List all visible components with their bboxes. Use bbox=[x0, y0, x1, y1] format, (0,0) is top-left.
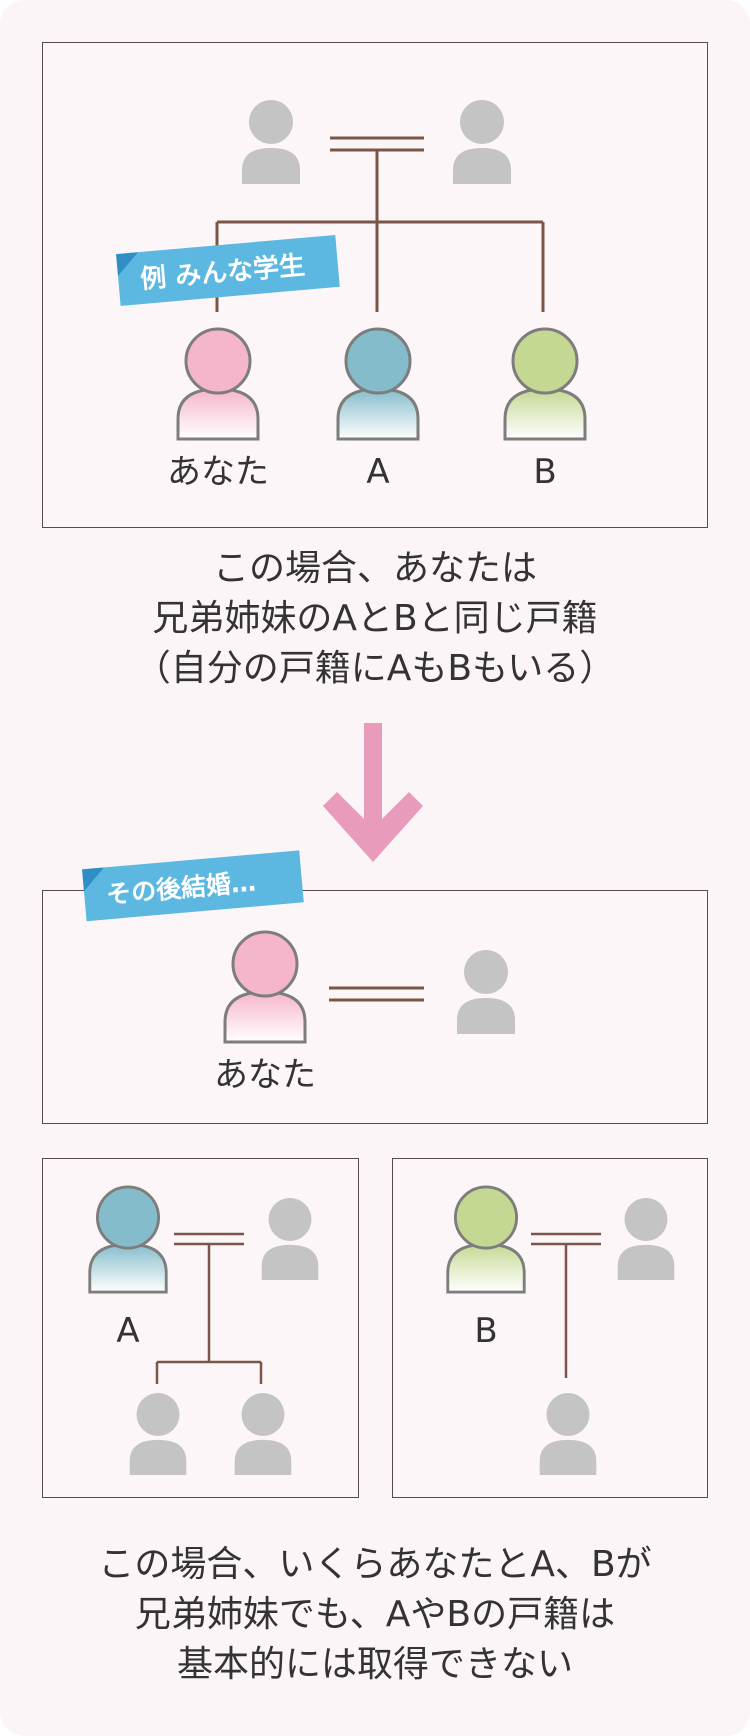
label-a-family: A bbox=[116, 1311, 140, 1351]
family-panel-after-marriage bbox=[42, 890, 708, 1124]
tag-then-married: その後結婚… bbox=[82, 850, 304, 922]
b-child-icon bbox=[539, 1393, 597, 1475]
you-married-person-icon bbox=[223, 930, 307, 1044]
a-child-1-icon bbox=[129, 1393, 187, 1475]
caption1-line: この場合、あなたは bbox=[212, 548, 537, 589]
down-arrow-icon bbox=[323, 723, 423, 862]
tag-example-all-students: 例 みんな学生 bbox=[116, 234, 340, 306]
you-person-icon bbox=[176, 327, 260, 441]
caption2-line: 基本的には取得できない bbox=[176, 1644, 573, 1685]
label-b: B bbox=[533, 452, 557, 492]
parent-2-icon bbox=[453, 100, 511, 184]
sibling-b-family-icon bbox=[446, 1185, 526, 1294]
sibling-a-family-icon bbox=[88, 1185, 168, 1294]
label-a: A bbox=[366, 452, 390, 492]
caption-cannot-obtain: この場合、いくらあなたとA、Bが 兄弟姉妹でも、AやBの戸籍は 基本的には取得で… bbox=[0, 1540, 750, 1690]
a-child-2-icon bbox=[234, 1393, 292, 1475]
panel2-lines bbox=[329, 986, 424, 1002]
sibling-a-person-icon bbox=[336, 327, 420, 441]
spouse-icon bbox=[457, 950, 515, 1034]
sibling-b-person-icon bbox=[503, 327, 587, 441]
b-spouse-icon bbox=[617, 1198, 675, 1280]
caption2-line: この場合、いくらあなたとA、Bが bbox=[98, 1544, 652, 1585]
label-b-family: B bbox=[474, 1311, 498, 1351]
caption1-line: 兄弟姉妹のAとBと同じ戸籍 bbox=[152, 598, 598, 639]
panel4-lines bbox=[531, 1232, 601, 1378]
panel3-lines bbox=[155, 1232, 263, 1384]
caption1-line: （自分の戸籍にAもBもいる） bbox=[134, 648, 616, 689]
caption2-line: 兄弟姉妹でも、AやBの戸籍は bbox=[134, 1594, 616, 1635]
a-spouse-icon bbox=[261, 1198, 319, 1280]
label-you: あなた bbox=[167, 452, 269, 492]
caption-same-register: この場合、あなたは 兄弟姉妹のAとBと同じ戸籍 （自分の戸籍にAもBもいる） bbox=[0, 544, 750, 694]
parent-1-icon bbox=[242, 100, 300, 184]
label-you-married: あなた bbox=[214, 1055, 316, 1095]
